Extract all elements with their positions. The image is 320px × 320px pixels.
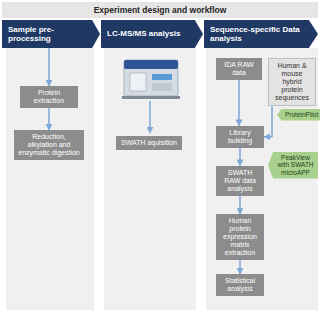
- node-text: Library building: [219, 129, 261, 145]
- node-text: LC-MS/MS analysis: [107, 29, 191, 38]
- chevron-fill: [101, 20, 203, 48]
- data-box: Human & mouse hybrid protein sequences: [268, 58, 316, 106]
- software-tag: PeakView with SWATH microAPP: [268, 152, 318, 178]
- node-text: Protein extraction: [23, 89, 75, 105]
- node-text: PeakView with SWATH microAPP: [276, 154, 315, 176]
- column-panel: [104, 48, 196, 310]
- node-text: SWATH RAW data analysis: [219, 169, 261, 193]
- process-box: Library building: [216, 126, 264, 148]
- tag-fill: [268, 152, 318, 178]
- node-text: Reduction, alkylation and enzymatic dige…: [17, 133, 81, 157]
- instrument-panel: [152, 83, 172, 91]
- process-box: Reduction, alkylation and enzymatic dige…: [14, 130, 84, 160]
- instrument-illustration: [122, 60, 180, 99]
- flow-arrow: [238, 80, 240, 126]
- node-text: Sequence-specific Data analysis: [210, 25, 306, 43]
- node-text: SWATH aquisition: [119, 139, 179, 147]
- flow-arrow: [48, 48, 50, 86]
- column-panel: [6, 48, 94, 310]
- data-box: IDA RAW data: [216, 58, 262, 80]
- instrument-top: [124, 60, 178, 69]
- tag-fill: [277, 109, 320, 120]
- stage-header: LC-MS/MS analysis: [101, 20, 203, 48]
- node-text: Sample pre-processing: [8, 25, 88, 43]
- instrument-door: [130, 73, 146, 91]
- flow-arrow: [264, 106, 272, 137]
- stage-header: Sequence-specific Data analysis: [204, 20, 318, 48]
- node-text: IDA RAW data: [219, 61, 259, 77]
- flow-arrow: [239, 196, 241, 214]
- title-bar: Experiment design and workflow: [2, 2, 318, 18]
- instrument-base: [122, 96, 180, 99]
- process-box: Protein extraction: [20, 86, 78, 108]
- node-text: Human & mouse hybrid protein sequences: [272, 62, 312, 102]
- flow-arrow: [149, 101, 151, 133]
- instrument-panel: [152, 74, 172, 80]
- process-box: Human protein expression matrix extracti…: [216, 214, 264, 260]
- node-text: ProteinPilot: [285, 111, 318, 118]
- process-box: Statistical analysis: [216, 274, 264, 296]
- node-text: Human protein expression matrix extracti…: [219, 217, 261, 257]
- column-panel: [206, 48, 318, 310]
- instrument-body: [124, 60, 178, 96]
- chevron-fill: [2, 20, 100, 48]
- stage-header: Sample pre-processing: [2, 20, 100, 48]
- diagram-title: Experiment design and workflow: [94, 5, 227, 15]
- process-box: SWATH RAW data analysis: [216, 166, 264, 196]
- chevron-fill: [204, 20, 318, 48]
- flow-arrow: [239, 148, 241, 166]
- flow-arrow: [48, 108, 50, 130]
- flow-arrow: [239, 260, 241, 274]
- process-box: SWATH aquisition: [116, 136, 182, 150]
- node-text: Statistical analysis: [219, 277, 261, 293]
- software-tag: ProteinPilot: [277, 109, 320, 120]
